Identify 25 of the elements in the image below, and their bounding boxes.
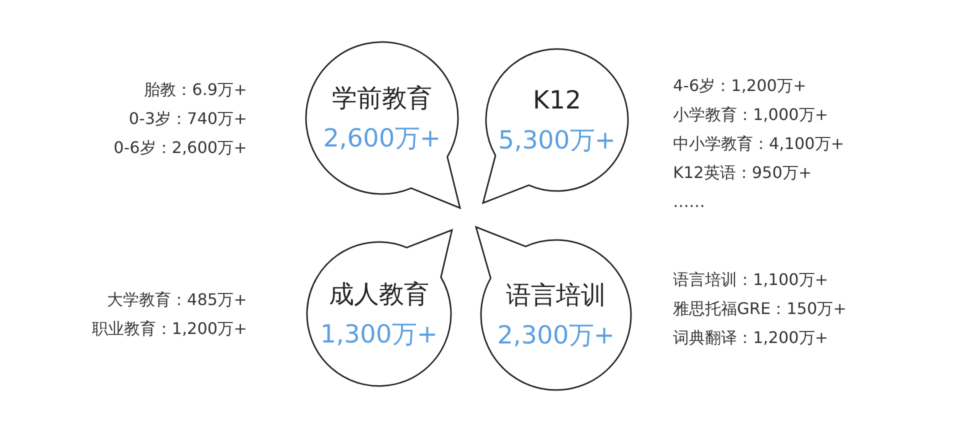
category-value: 2,600万+ bbox=[323, 124, 441, 152]
side-note: 语言培训：1,100万+ bbox=[673, 270, 828, 290]
side-note: 大学教育：485万+ bbox=[107, 290, 247, 310]
category-title: K12 bbox=[532, 86, 582, 114]
category-value: 1,300万+ bbox=[320, 320, 438, 348]
speech-bubble bbox=[304, 40, 462, 210]
category-value: 5,300万+ bbox=[498, 126, 616, 154]
side-note: 0-6岁：2,600万+ bbox=[114, 138, 247, 158]
side-note: …… bbox=[673, 192, 705, 212]
side-note: 职业教育：1,200万+ bbox=[92, 319, 247, 338]
speech-bubble bbox=[474, 225, 633, 392]
side-note: 4-6岁：1,200万+ bbox=[673, 76, 806, 96]
side-note: K12英语：950万+ bbox=[673, 163, 812, 182]
side-note: 雅思托福GRE：150万+ bbox=[673, 299, 847, 318]
category-title: 成人教育 bbox=[329, 280, 429, 308]
category-value: 2,300万+ bbox=[497, 321, 615, 349]
speech-bubble bbox=[305, 228, 454, 388]
speech-bubble bbox=[481, 47, 630, 205]
side-note: 胎教：6.9万+ bbox=[144, 80, 247, 100]
side-note: 词典翻译：1,200万+ bbox=[673, 328, 828, 348]
side-note: 中小学教育：4,100万+ bbox=[673, 134, 844, 154]
category-title: 学前教育 bbox=[332, 84, 432, 112]
side-note: 0-3岁：740万+ bbox=[128, 109, 247, 128]
category-title: 语言培训 bbox=[506, 281, 606, 309]
side-note: 小学教育：1,000万+ bbox=[673, 105, 828, 124]
